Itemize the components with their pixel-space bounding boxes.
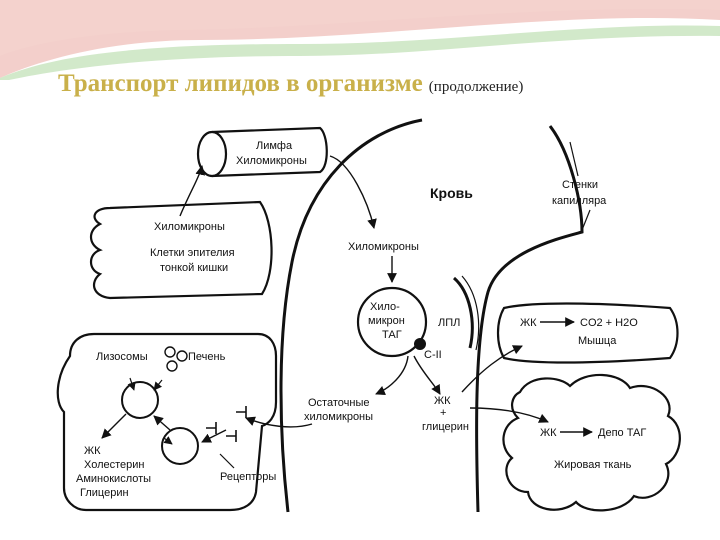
muscle-products-label: CO2 + H2O	[580, 317, 638, 329]
remnant-label-1: Остаточные	[308, 397, 369, 409]
endosome-circle	[161, 427, 199, 465]
title-subtitle: (продолжение)	[428, 79, 524, 95]
lysosome-inner-arrow-1	[127, 377, 136, 391]
lpl-label: ЛПЛ	[438, 317, 460, 329]
receptors-label: Рецепторы	[220, 471, 276, 483]
liver-products-label-2: Холестерин	[84, 459, 145, 471]
endosome-to-lysosome-arrow	[153, 415, 171, 431]
chylomicron-label-3: ТАГ	[382, 329, 402, 341]
lysosomes-label: Лизосомы	[96, 351, 148, 363]
muscle-shape	[496, 302, 679, 364]
capillary-label-pointer-2	[581, 209, 591, 231]
blood-label: Кровь	[430, 185, 473, 201]
title-main: Транспорт липидов в организме	[58, 70, 423, 97]
intestine-chylomicrons-label: Хиломикроны	[154, 221, 225, 233]
liver-products-label-4: Глицерин	[80, 487, 129, 499]
header-banner	[0, 0, 720, 80]
apo-c2-label: С-II	[424, 349, 442, 361]
liver-products-label-3: Аминокислоты	[76, 473, 151, 485]
chylomicron-label-1: Хило-	[370, 301, 400, 313]
receptors-to-endosome-arrow	[201, 429, 227, 443]
intestine-cells-label-1: Клетки эпителия	[150, 247, 235, 259]
lpl-enzyme-shape-inner	[461, 275, 480, 351]
intestine-to-lymph-arrow	[179, 165, 206, 217]
slide-title: Транспорт липидов в организме (продолжени…	[58, 70, 523, 98]
fa-glycerol-label-2: +	[440, 407, 446, 419]
capillary-wall-label-1: Стенки	[562, 179, 598, 191]
chylomicron-particle	[356, 286, 428, 358]
fa-glycerol-label-1: ЖК	[434, 395, 451, 407]
capillary-label-pointer	[569, 141, 579, 177]
adipose-label: Жировая ткань	[554, 459, 632, 471]
chylomicron-label-2: микрон	[368, 315, 405, 327]
apo-c2-dot	[414, 338, 426, 350]
lipid-transport-diagram: Лимфа Хиломикроны Хиломикроны Клетки эпи…	[56, 118, 681, 513]
particle-to-remnant-arrow	[375, 355, 409, 396]
lpl-enzyme-shape	[452, 276, 474, 349]
receptors-group	[206, 406, 247, 442]
lysosome-inner-arrow-2	[153, 379, 163, 391]
adipose-cloud	[502, 373, 681, 512]
fa-to-muscle-arrow	[461, 345, 523, 393]
muscle-fa-label: ЖК	[520, 317, 537, 329]
liver-label: Печень	[188, 351, 226, 363]
remnant-label-2: хиломикроны	[304, 411, 373, 423]
liver-cell	[56, 332, 278, 512]
lymph-vessel	[196, 126, 328, 178]
blood-chylomicrons-label: Хиломикроны	[348, 241, 419, 253]
lysosome-vesicle-1	[164, 346, 176, 358]
lymph-label: Лимфа	[256, 140, 293, 152]
blood-vessel-right-wall	[475, 125, 584, 513]
capillary-wall-label-2: капилляра	[552, 195, 607, 207]
lymph-to-blood-arrow	[329, 155, 377, 229]
lysosome-vesicle-2	[176, 350, 188, 362]
lysosome-circle	[121, 381, 159, 419]
intestine-cells-label-2: тонкой кишки	[160, 262, 228, 274]
lysosome-to-products-arrow	[101, 413, 127, 439]
liver-products-label-1: ЖК	[84, 445, 101, 457]
lysosome-vesicle-3	[166, 360, 178, 372]
blood-vessel-left-wall	[279, 118, 423, 513]
muscle-label: Мышца	[578, 335, 617, 347]
receptors-pointer	[219, 453, 235, 469]
lymph-chylomicrons-label: Хиломикроны	[236, 155, 307, 167]
particle-to-fa-arrow	[413, 355, 441, 395]
adipose-depot-label: Депо ТАГ	[598, 427, 646, 439]
endosome-inner-arrow	[163, 436, 173, 445]
adipose-fa-label: ЖК	[540, 427, 557, 439]
remnant-to-receptors-arrow	[245, 416, 313, 428]
intestinal-epithelium	[89, 200, 273, 300]
fa-to-adipose-arrow	[469, 407, 549, 423]
fa-glycerol-label-3: глицерин	[422, 421, 469, 433]
